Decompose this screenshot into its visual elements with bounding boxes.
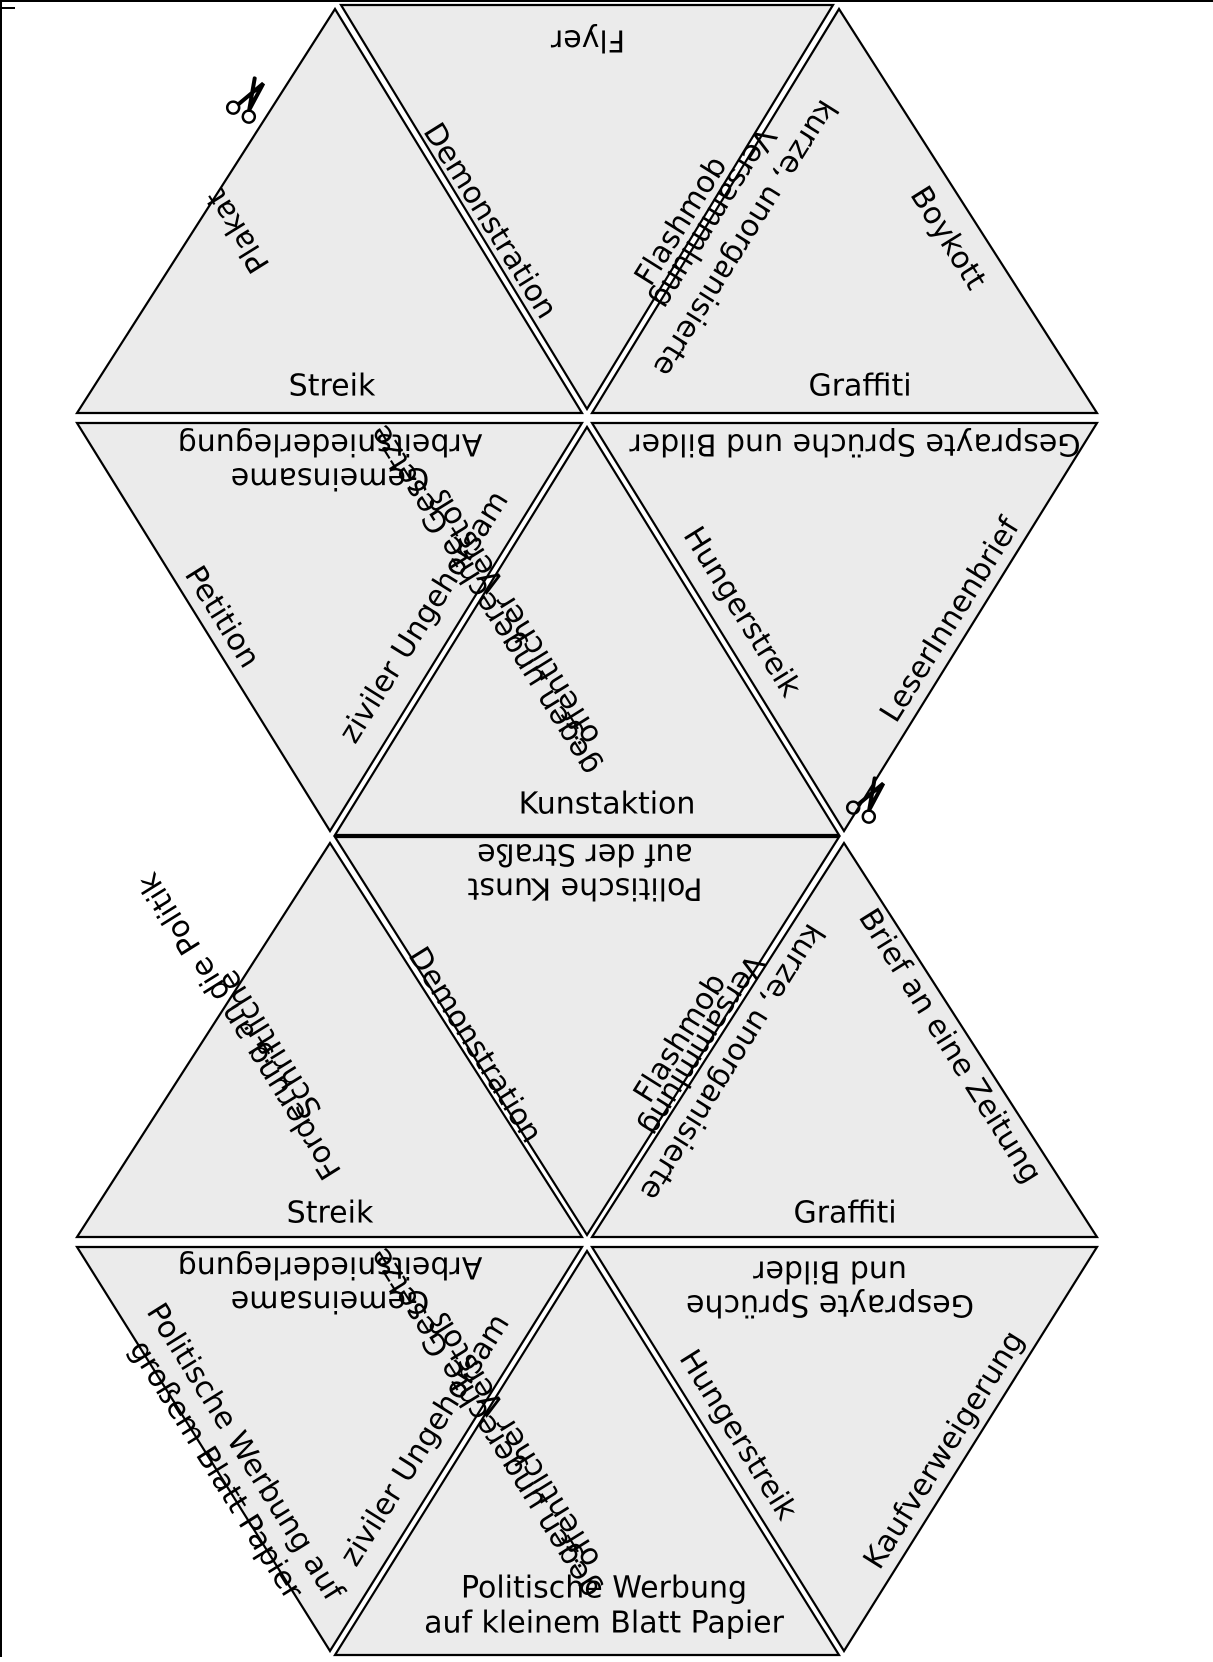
tile-kunstaktion bbox=[333, 424, 841, 837]
tile-werbung-klein bbox=[333, 1248, 841, 1657]
label-flyer: Flyer bbox=[550, 23, 625, 58]
tile-kunst bbox=[333, 835, 841, 1238]
label-gesprayte-1: Gesprayte Sprüche und Bilder bbox=[629, 427, 1081, 462]
tile-boykott bbox=[590, 6, 1100, 415]
label-kunstaktion: Kunstaktion bbox=[519, 787, 696, 822]
label-kunst-a: Politische Kunst bbox=[467, 871, 702, 906]
tile-gesprayte bbox=[590, 421, 1099, 834]
tile-flyer bbox=[339, 3, 835, 412]
label-graffiti-1: Graffiti bbox=[808, 369, 911, 404]
label-gemeinsame-2b: Arbeitsniederlegung bbox=[178, 1250, 483, 1285]
label-streik-1: Streik bbox=[289, 369, 376, 404]
tile-kaufverweigerung bbox=[590, 1245, 1099, 1654]
tile-brief bbox=[589, 840, 1100, 1239]
tile-gemeinsame bbox=[75, 421, 584, 834]
label-streik-2: Streik bbox=[287, 1196, 374, 1231]
tile-forderung bbox=[74, 840, 585, 1239]
label-werbung-klein-a: Politische Werbung bbox=[461, 1571, 747, 1606]
label-kunst-b: auf der Straße bbox=[477, 837, 693, 872]
label-gemeinsame-1b: Arbeitsniederlegung bbox=[178, 427, 483, 462]
label-gesprayte-2a: Gesprayte Sprüche bbox=[686, 1288, 974, 1323]
scissors-icon bbox=[225, 76, 266, 124]
label-gemeinsame-2a: Gemeinsame bbox=[231, 1284, 429, 1319]
label-werbung-klein-b: auf kleinem Blatt Papier bbox=[424, 1606, 785, 1641]
label-gemeinsame-1a: Gemeinsame bbox=[231, 461, 429, 496]
hexagon-2: Schriftliche Forderung an die Politik St… bbox=[74, 835, 1100, 1657]
tile-plakat bbox=[74, 6, 584, 415]
tile-werbung-gross bbox=[75, 1245, 584, 1654]
scissors-icon bbox=[845, 776, 886, 824]
label-graffiti-2: Graffiti bbox=[793, 1196, 896, 1231]
label-gesprayte-2b: und Bilder bbox=[752, 1254, 906, 1289]
